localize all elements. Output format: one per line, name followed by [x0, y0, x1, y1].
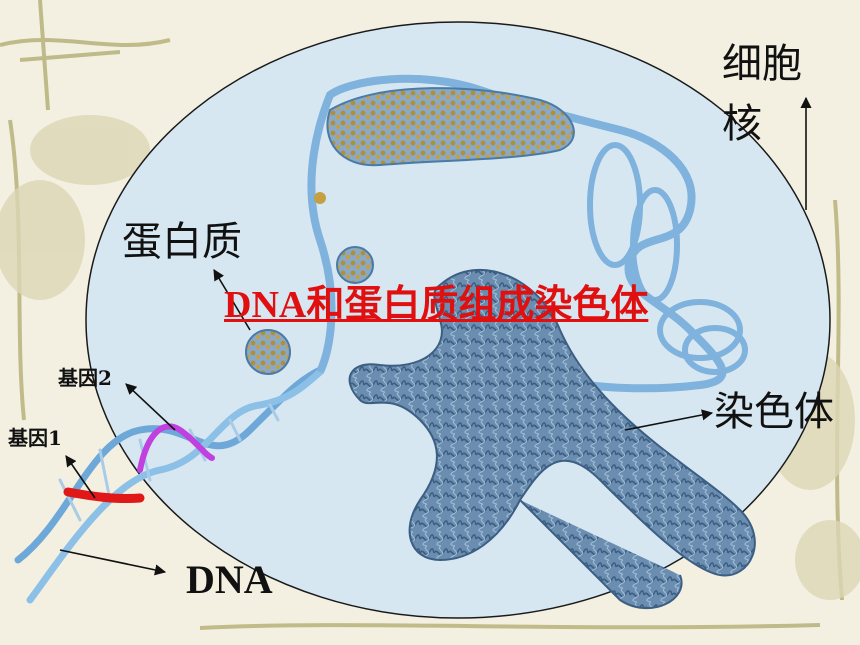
protein-beads — [245, 192, 374, 375]
gene-2-segment — [137, 423, 215, 473]
protein-label: 蛋白质 — [122, 219, 242, 265]
nucleus-label-line1: 细胞 — [722, 41, 802, 87]
dna-label: DNA — [186, 557, 273, 602]
arrow-icon — [624, 409, 714, 431]
chromatin-fiber — [307, 74, 727, 393]
condensed-chromatin-mass — [326, 87, 575, 167]
gene-2-label: 基因2 — [58, 366, 112, 390]
arrow-icon — [213, 269, 251, 331]
arrow-icon — [59, 549, 167, 576]
gene-1-segment — [63, 487, 145, 504]
x-chromosome — [348, 268, 756, 610]
arrow-icon — [125, 383, 176, 431]
diagram-title: DNA和蛋白质组成染色体 — [224, 284, 649, 326]
arrow-icon — [65, 455, 96, 499]
gene-1-label: 基因1 — [8, 426, 62, 450]
chromosome-label: 染色体 — [714, 389, 834, 435]
pointer-arrows — [59, 96, 812, 576]
chromatin-coil — [587, 142, 748, 375]
nucleus-label-line2: 核 — [722, 101, 762, 147]
